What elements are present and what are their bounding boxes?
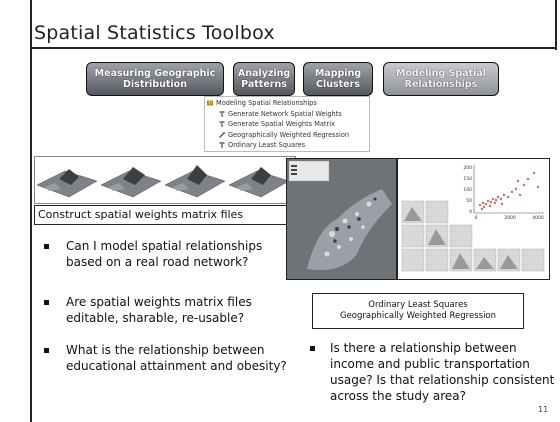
scatter-points — [478, 171, 540, 211]
tool-label: Generate Spatial Weights Matrix — [228, 120, 335, 129]
hammer-icon — [219, 142, 225, 149]
bullet-marker — [44, 244, 49, 249]
bullet-text: Can I model spatial relationships based … — [66, 239, 263, 269]
frame-right-border — [555, 0, 557, 50]
terrain-surfaces-image — [36, 165, 290, 198]
ols-caption-line: Ordinary Least Squares — [368, 300, 468, 310]
toolbox-icon — [207, 100, 213, 106]
y-tick-label: 200 — [463, 165, 472, 171]
map-graphic — [287, 159, 396, 279]
y-tick-label: 50 — [466, 198, 472, 204]
toolset-label: Modeling Spatial Relationships — [216, 99, 317, 108]
bullet-text: Are spatial weights matrix files editabl… — [66, 295, 252, 325]
regression-map-image — [286, 158, 397, 280]
tool-label: Ordinary Least Squares — [228, 141, 306, 150]
y-tick-label: 150 — [463, 176, 472, 182]
tool-row[interactable]: Generate Network Spatial Weights — [207, 109, 367, 120]
tool-row[interactable]: Geographically Weighted Regression — [207, 130, 367, 141]
x-tick-label: 0 — [475, 215, 478, 221]
spatial-weights-illustration — [34, 156, 296, 204]
tab-mapping-clusters[interactable]: Mapping Clusters — [303, 62, 373, 96]
tool-label: Geographically Weighted Regression — [228, 130, 350, 139]
scatterplot-graphic: 200 150 100 50 0 0 2000 4000 — [401, 161, 546, 272]
hammer-icon — [219, 121, 225, 128]
bullet-marker — [44, 300, 49, 305]
x-tick-label: 4000 — [532, 215, 544, 221]
toolset-row[interactable]: Modeling Spatial Relationships — [207, 98, 367, 109]
x-tick-label: 2000 — [504, 215, 516, 221]
slide-title: Spatial Statistics Toolbox — [34, 22, 275, 44]
scatterplot-matrix-image: 200 150 100 50 0 0 2000 4000 — [397, 158, 550, 280]
y-tick-label: 0 — [469, 209, 472, 215]
toolbox-tree: Modeling Spatial Relationships Generate … — [204, 96, 370, 152]
y-tick-label: 100 — [463, 187, 472, 193]
title-underline — [30, 47, 557, 49]
hammer-icon — [219, 110, 225, 117]
bullet-marker — [44, 348, 49, 353]
bullet-text: Is there a relationship between income a… — [330, 341, 555, 403]
script-icon — [219, 131, 225, 138]
bullet-text: What is the relationship between educati… — [66, 343, 287, 373]
page-number: 11 — [538, 405, 549, 414]
bullet-marker — [310, 346, 315, 351]
frame-left-border — [30, 0, 32, 422]
tool-label: Generate Network Spatial Weights — [228, 109, 342, 118]
spatial-weights-caption: Construct spatial weights matrix files — [34, 205, 296, 225]
tab-modeling-spatial-relationships[interactable]: Modeling Spatial Relationships — [383, 62, 499, 96]
tool-row[interactable]: Generate Spatial Weights Matrix — [207, 119, 367, 130]
gwr-caption-line: Geographically Weighted Regression — [339, 311, 497, 321]
tool-row[interactable]: Ordinary Least Squares — [207, 140, 367, 151]
tab-analyzing-patterns[interactable]: Analyzing Patterns — [233, 62, 295, 96]
ols-gwr-caption: Ordinary Least Squares Geographically We… — [312, 293, 524, 329]
tab-measuring-geographic-distribution[interactable]: Measuring Geographic Distribution — [86, 62, 224, 96]
